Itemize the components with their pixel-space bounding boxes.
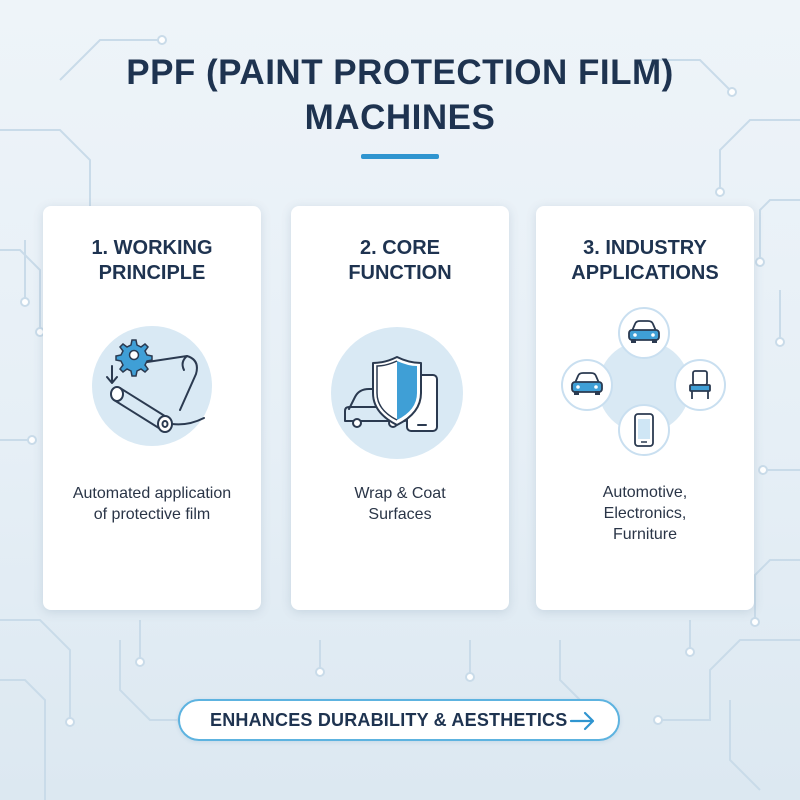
card-heading: 1. WORKING PRINCIPLE <box>43 236 261 286</box>
card-heading-line-2: APPLICATIONS <box>571 262 719 284</box>
film-roll-gear-icon <box>92 326 212 446</box>
card-description: Wrap & Coat Surfaces <box>301 483 499 525</box>
card-description-line-2: of protective film <box>93 506 211 523</box>
arrow-right-icon <box>569 711 595 731</box>
card-description: Automotive, Electronics, Furniture <box>546 482 744 545</box>
card-description: Automated application of protective film <box>53 483 251 525</box>
page-title-line-2: MACHINES <box>304 98 496 137</box>
card-heading-line-2: PRINCIPLE <box>98 262 206 284</box>
title-underline <box>361 154 439 159</box>
chair-icon <box>674 359 726 411</box>
card-heading-line-1: 1. WORKING <box>91 237 213 259</box>
car-icon <box>618 307 670 359</box>
page-title-line-1: PPF (PAINT PROTECTION FILM) <box>126 53 674 92</box>
card-working-principle: 1. WORKING PRINCIPLE <box>43 206 261 610</box>
shield-car-phone-icon <box>331 327 463 459</box>
card-heading-line-2: FUNCTION <box>348 262 452 284</box>
benefit-banner-label: ENHANCES DURABILITY & AESTHETICS <box>210 710 568 730</box>
card-description-line-1: Automotive, <box>602 484 688 501</box>
card-heading: 3. INDUSTRY APPLICATIONS <box>536 236 754 286</box>
card-heading: 2. CORE FUNCTION <box>291 236 509 286</box>
industry-cluster-icon <box>536 301 754 461</box>
smartphone-icon <box>618 404 670 456</box>
benefit-banner: ENHANCES DURABILITY & AESTHETICS <box>178 699 620 741</box>
page-title: PPF (PAINT PROTECTION FILM) MACHINES <box>0 50 800 140</box>
card-heading-line-1: 2. CORE <box>359 237 441 259</box>
card-description-line-2: Electronics, <box>603 505 687 522</box>
card-description-line-1: Wrap & Coat <box>354 485 446 502</box>
card-heading-line-1: 3. INDUSTRY <box>583 237 707 259</box>
card-description-line-1: Automated application <box>72 485 232 502</box>
card-industry-applications: 3. INDUSTRY APPLICATIONS <box>536 206 754 610</box>
card-description-line-3: Furniture <box>612 526 678 543</box>
card-description-line-2: Surfaces <box>368 506 432 523</box>
card-core-function: 2. CORE FUNCTION Wrap & Coat Surfaces <box>291 206 509 610</box>
car-icon <box>561 359 613 411</box>
